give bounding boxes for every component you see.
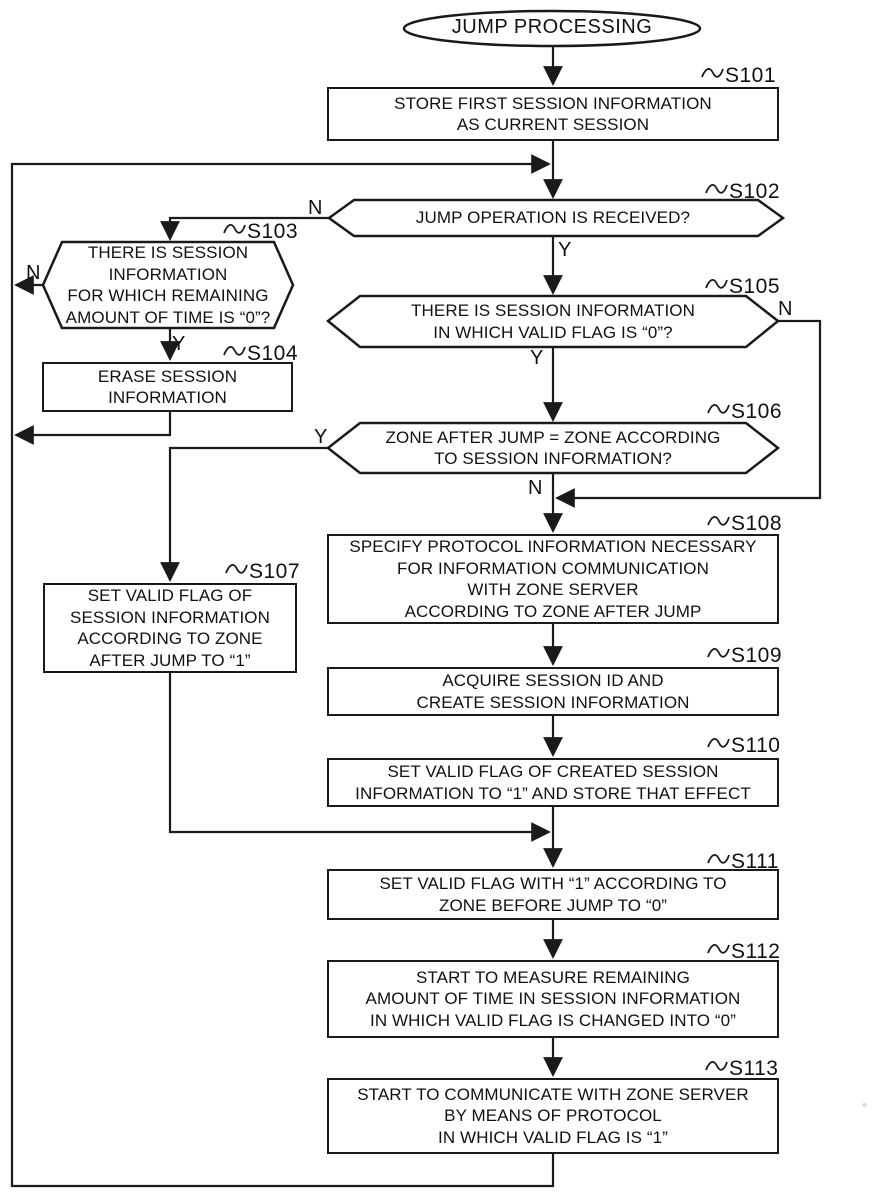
branch-label-s106-no: N xyxy=(528,477,543,499)
terminal-oval-shape xyxy=(402,9,702,48)
decision-s103: THERE IS SESSION INFORMATION FOR WHICH R… xyxy=(55,242,281,328)
ref-label-s101: S101 xyxy=(725,64,777,87)
ref-label-s109: S109 xyxy=(731,644,783,667)
decision-s106: ZONE AFTER JUMP = ZONE ACCORDING TO SESS… xyxy=(354,423,752,473)
terminal-start-label: JUMP PROCESSING xyxy=(451,16,653,39)
ref-label-s107: S107 xyxy=(249,560,301,583)
branch-label-s106-yes: Y xyxy=(314,426,328,448)
process-text-s109: ACQUIRE SESSION ID AND CREATE SESSION IN… xyxy=(416,671,690,712)
branch-label-s102-yes: Y xyxy=(558,239,572,261)
branch-label-s105-no: N xyxy=(778,298,793,320)
ref-label-s106: S106 xyxy=(731,400,783,423)
process-box-s104: ERASE SESSION INFORMATION xyxy=(42,362,293,412)
ref-label-s113: S113 xyxy=(729,1057,779,1080)
branch-label-s103-no: N xyxy=(26,262,41,284)
process-box-s101: STORE FIRST SESSION INFORMATION AS CURRE… xyxy=(327,87,779,141)
ref-label-s105: S105 xyxy=(729,275,781,298)
branch-label-s105-yes: Y xyxy=(530,347,544,369)
process-text-s113: START TO COMMUNICATE WITH ZONE SERVER BY… xyxy=(357,1084,749,1147)
decision-shapes xyxy=(41,198,786,475)
process-text-s110: SET VALID FLAG OF CREATED SESSION INFORM… xyxy=(355,762,751,803)
decision-text-s103: THERE IS SESSION INFORMATION FOR WHICH R… xyxy=(65,243,271,327)
ref-label-s104: S104 xyxy=(247,342,299,365)
process-box-s113: START TO COMMUNICATE WITH ZONE SERVER BY… xyxy=(327,1078,779,1154)
process-text-s101: STORE FIRST SESSION INFORMATION AS CURRE… xyxy=(394,93,712,135)
decision-s105: THERE IS SESSION INFORMATION IN WHICH VA… xyxy=(352,296,754,347)
process-box-s112: START TO MEASURE REMAINING AMOUNT OF TIM… xyxy=(327,960,779,1038)
process-text-s107: SET VALID FLAG OF SESSION INFORMATION AC… xyxy=(70,586,270,670)
process-text-s108: SPECIFY PROTOCOL INFORMATION NECESSARY F… xyxy=(349,537,757,621)
decision-s102: JUMP OPERATION IS RECEIVED? xyxy=(340,200,766,236)
decision-shape-s106 xyxy=(325,421,781,475)
decision-shape-s105 xyxy=(325,294,781,349)
terminal-start: JUMP PROCESSING xyxy=(404,11,700,45)
ref-label-s110: S110 xyxy=(731,734,781,757)
decision-text-s102: JUMP OPERATION IS RECEIVED? xyxy=(415,208,691,228)
decision-text-s106: ZONE AFTER JUMP = ZONE ACCORDING TO SESS… xyxy=(385,427,721,469)
ref-squiggle-leaders xyxy=(223,68,730,1071)
connector-arrows xyxy=(10,45,822,1188)
process-text-s104: ERASE SESSION INFORMATION xyxy=(97,366,238,408)
ref-label-s111: S111 xyxy=(731,850,779,873)
ref-label-s112: S112 xyxy=(731,940,781,963)
process-box-s110: SET VALID FLAG OF CREATED SESSION INFORM… xyxy=(327,758,779,807)
process-box-s108: SPECIFY PROTOCOL INFORMATION NECESSARY F… xyxy=(327,534,779,624)
process-text-s112: START TO MEASURE REMAINING AMOUNT OF TIM… xyxy=(365,967,741,1030)
process-box-s111: SET VALID FLAG WITH “1” ACCORDING TO ZON… xyxy=(327,869,779,920)
process-text-s111: SET VALID FLAG WITH “1” ACCORDING TO ZON… xyxy=(379,874,727,915)
ref-label-s108: S108 xyxy=(731,512,783,535)
decision-text-s105: THERE IS SESSION INFORMATION IN WHICH VA… xyxy=(411,301,695,342)
branch-label-s102-no: N xyxy=(308,197,323,219)
decision-shape-s102 xyxy=(326,198,786,238)
scan-artifact-dot xyxy=(862,1103,867,1107)
decision-shape-s103 xyxy=(41,240,295,330)
process-box-s109: ACQUIRE SESSION ID AND CREATE SESSION IN… xyxy=(327,667,779,716)
ref-label-s102: S102 xyxy=(729,180,781,203)
ref-label-s103: S103 xyxy=(247,220,299,243)
branch-label-s103-yes: Y xyxy=(172,333,186,355)
process-box-s107: SET VALID FLAG OF SESSION INFORMATION AC… xyxy=(43,583,297,673)
